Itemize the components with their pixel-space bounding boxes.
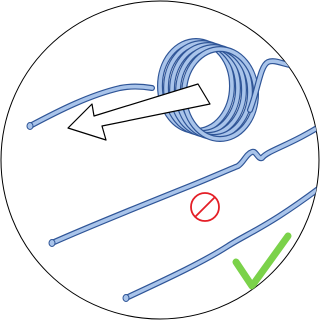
tube-end-left (27, 123, 33, 130)
kinked-tube-end (49, 240, 55, 247)
smooth-tube-end (123, 295, 129, 302)
